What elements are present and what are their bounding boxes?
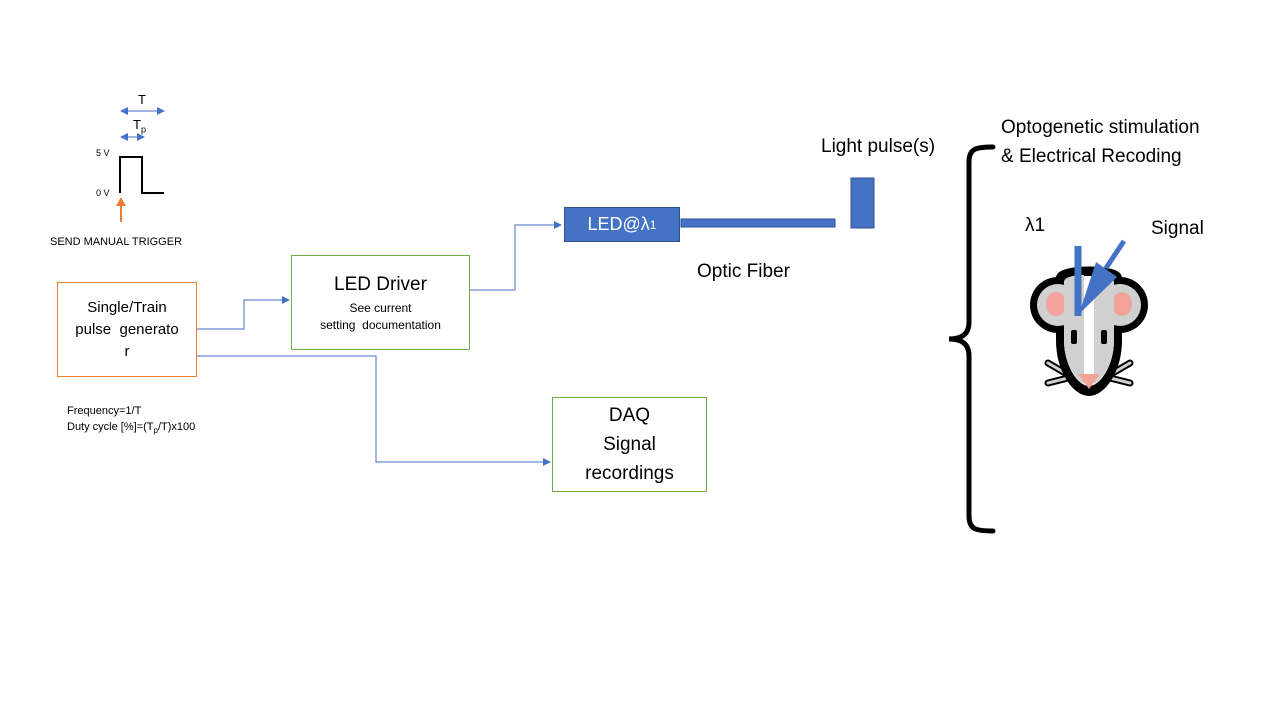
signal-label: Signal [1151,218,1204,239]
send-manual-trigger-label: SEND MANUAL TRIGGER [50,236,183,248]
frequency-formula: Frequency=1/T [67,405,142,417]
optic-fiber [680,218,836,228]
optic-fiber-label: Optic Fiber [697,261,790,282]
trigger-arrow-head [116,197,126,206]
daq-line2: Signal [603,434,656,455]
connector-driver-led [470,221,562,291]
pulse-generator-line3: r [124,342,130,360]
led-label: LED@λ [587,214,650,234]
daq-line3: recordings [585,463,674,484]
experiment-title-line2: & Electrical Recoding [1001,146,1182,167]
light-pulse [850,177,875,229]
daq-line1: DAQ [608,405,651,426]
duty-cycle-subscript: p [153,426,158,436]
light-pulse-label: Light pulse(s) [821,136,936,157]
pulse-generator-line1: Single/Train [87,298,167,316]
pulse-width-symbol: T [133,117,141,132]
led-subscript: 1 [649,217,657,232]
led-driver-box: LED Driver See current setting documenta… [291,255,470,350]
low-voltage-label: 0 V [96,188,110,198]
duty-cycle-formula: Duty cycle [%]=(Tp/T)x100 [67,421,195,435]
connector-generator-driver [197,296,290,330]
pulse-width-subscript: p [140,124,146,135]
mouse-icon [1030,266,1148,397]
lambda-label: λ1 [1025,215,1046,236]
led-driver-line1: See current [349,300,412,315]
high-voltage-label: 5 V [96,148,110,158]
daq-box: DAQ Signal recordings [552,397,707,492]
recording-electrode-icon [1079,239,1127,314]
pulse-generator-box: Single/Train pulse generato r [57,282,197,377]
curly-brace [948,144,996,534]
pulse-width-label: Tp [133,117,146,135]
experiment-title-line1: Optogenetic stimulation [1001,117,1200,138]
duty-cycle-suffix: /T)x100 [157,421,196,433]
pulse-waveform [119,156,164,194]
pulse-generator-line2: pulse generato [75,320,179,338]
duty-cycle-prefix: Duty cycle [%]=(T [67,421,154,433]
connector-generator-daq [197,355,551,466]
period-label: T [138,92,146,107]
led-driver-title: LED Driver [334,273,427,295]
led-driver-line2: setting documentation [320,317,441,332]
